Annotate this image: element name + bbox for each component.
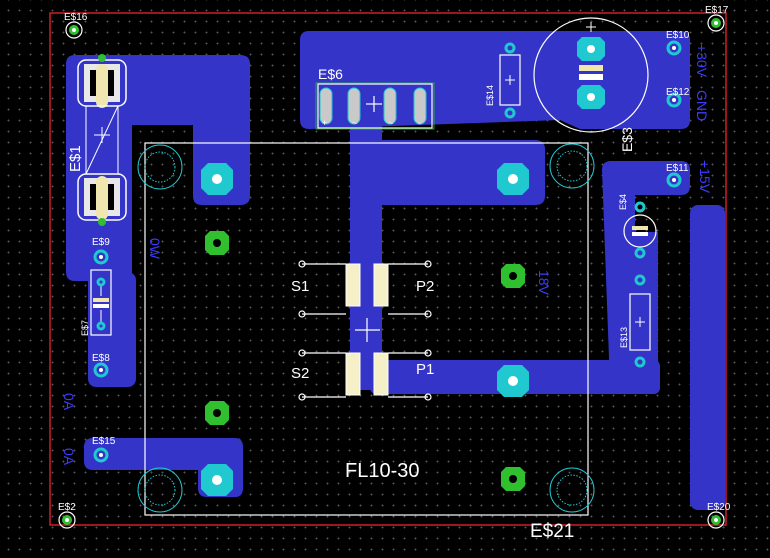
resistor-es13 bbox=[629, 293, 651, 351]
pad-es7a bbox=[96, 277, 106, 287]
label-p2: P2 bbox=[416, 278, 434, 295]
label-conn-pin-2: ~ bbox=[352, 118, 357, 128]
label-es1: E$1 bbox=[67, 145, 84, 172]
label-es15: E$15 bbox=[92, 436, 116, 447]
label-s2: S2 bbox=[291, 365, 309, 382]
silkscreen-labels: E$16 E$17 E$10 E$12 E$11 E$6 E$9 E$8 E$1… bbox=[58, 5, 731, 542]
label-conn-pin-3: ~ bbox=[388, 118, 393, 128]
copper-trace-right bbox=[602, 161, 690, 394]
label-es8: E$8 bbox=[92, 353, 110, 364]
pad-es14a bbox=[504, 42, 516, 54]
pad-es4a bbox=[634, 201, 646, 213]
mounting-hole-tr bbox=[549, 143, 595, 189]
label-p1: P1 bbox=[416, 361, 434, 378]
resistor-es14 bbox=[499, 54, 521, 106]
mirror-label-30v: +30V bbox=[694, 44, 710, 78]
pad-tr2 bbox=[497, 163, 529, 195]
board-outline bbox=[49, 12, 727, 526]
mounting-hole-tl bbox=[137, 144, 183, 190]
pad-es9 bbox=[93, 249, 109, 265]
label-conn-pin-4: - bbox=[418, 118, 421, 128]
corner-es16 bbox=[65, 21, 83, 39]
pad-es12 bbox=[666, 92, 682, 108]
label-es21: E$21 bbox=[530, 521, 574, 542]
mirror-label-0w: 0W bbox=[147, 238, 163, 260]
pad-cap2 bbox=[577, 85, 605, 109]
transformer-windings bbox=[302, 263, 428, 398]
fuse-es7 bbox=[90, 269, 112, 336]
pad-es8 bbox=[93, 362, 109, 378]
label-es6: E$6 bbox=[318, 66, 343, 82]
corner-es17 bbox=[707, 14, 725, 32]
pad-es4b bbox=[634, 247, 646, 259]
pad-es10 bbox=[666, 40, 682, 56]
mounting-holes bbox=[137, 143, 595, 513]
label-es10: E$10 bbox=[666, 30, 690, 41]
copper-trace-left-top bbox=[66, 55, 250, 281]
via-2 bbox=[501, 264, 525, 288]
label-es12: E$12 bbox=[666, 87, 690, 98]
pad-es13b bbox=[634, 356, 646, 368]
pads-large bbox=[201, 37, 605, 496]
pad-tr3 bbox=[497, 365, 529, 397]
pad-cap1 bbox=[577, 37, 605, 61]
pad-es15 bbox=[93, 447, 109, 463]
capacitor-es4 bbox=[623, 214, 657, 248]
label-es14: E$14 bbox=[485, 85, 495, 106]
label-conn-pin-1: + bbox=[322, 118, 327, 128]
mounting-hole-bl bbox=[137, 467, 183, 513]
pad-tr1 bbox=[201, 163, 233, 195]
copper-trace-vertical bbox=[350, 85, 382, 390]
via-4 bbox=[501, 467, 525, 491]
mirror-label-0a-1: 0A bbox=[61, 393, 77, 411]
pad-es13a bbox=[634, 274, 646, 286]
pads-small bbox=[93, 40, 682, 463]
label-es9: E$9 bbox=[92, 237, 110, 248]
copper-trace-edge bbox=[690, 205, 725, 510]
via-1 bbox=[205, 231, 229, 255]
label-s1: S1 bbox=[291, 278, 309, 295]
label-es4: E$4 bbox=[618, 194, 628, 210]
transformer-cores bbox=[345, 263, 389, 396]
corner-pads bbox=[58, 14, 725, 529]
fuse-holder-es1 bbox=[77, 54, 127, 226]
mirror-label-0a-2: 0A bbox=[61, 448, 77, 466]
transformer-outline bbox=[144, 142, 589, 516]
mirror-label-gnd: GND bbox=[694, 90, 710, 121]
label-es16: E$16 bbox=[64, 12, 88, 23]
mirror-labels: +30V GND +15V 0W 18V 0A 0A bbox=[61, 44, 713, 466]
label-es7: E$7 bbox=[80, 320, 90, 336]
mirror-label-15v: +15V bbox=[697, 160, 713, 194]
mounting-hole-br bbox=[549, 467, 595, 513]
pad-es14b bbox=[504, 107, 516, 119]
connector-es6 bbox=[315, 82, 435, 130]
corner-es2 bbox=[58, 511, 76, 529]
label-es11: E$11 bbox=[666, 163, 689, 174]
vias bbox=[205, 231, 525, 491]
label-es20: E$20 bbox=[707, 502, 731, 513]
corner-es20 bbox=[707, 511, 725, 529]
capacitor-es3 bbox=[533, 17, 649, 133]
label-es13: E$13 bbox=[619, 327, 629, 348]
label-es3: E$3 bbox=[619, 127, 635, 152]
pad-tr4 bbox=[201, 464, 233, 496]
pad-es11 bbox=[666, 172, 682, 188]
label-es17: E$17 bbox=[705, 5, 729, 16]
label-es2: E$2 bbox=[58, 502, 76, 513]
mirror-label-18v: 18V bbox=[536, 270, 552, 296]
label-transformer: FL10-30 bbox=[345, 460, 420, 482]
via-3 bbox=[205, 401, 229, 425]
pad-es7b bbox=[96, 321, 106, 331]
transformer-pins bbox=[298, 260, 432, 401]
